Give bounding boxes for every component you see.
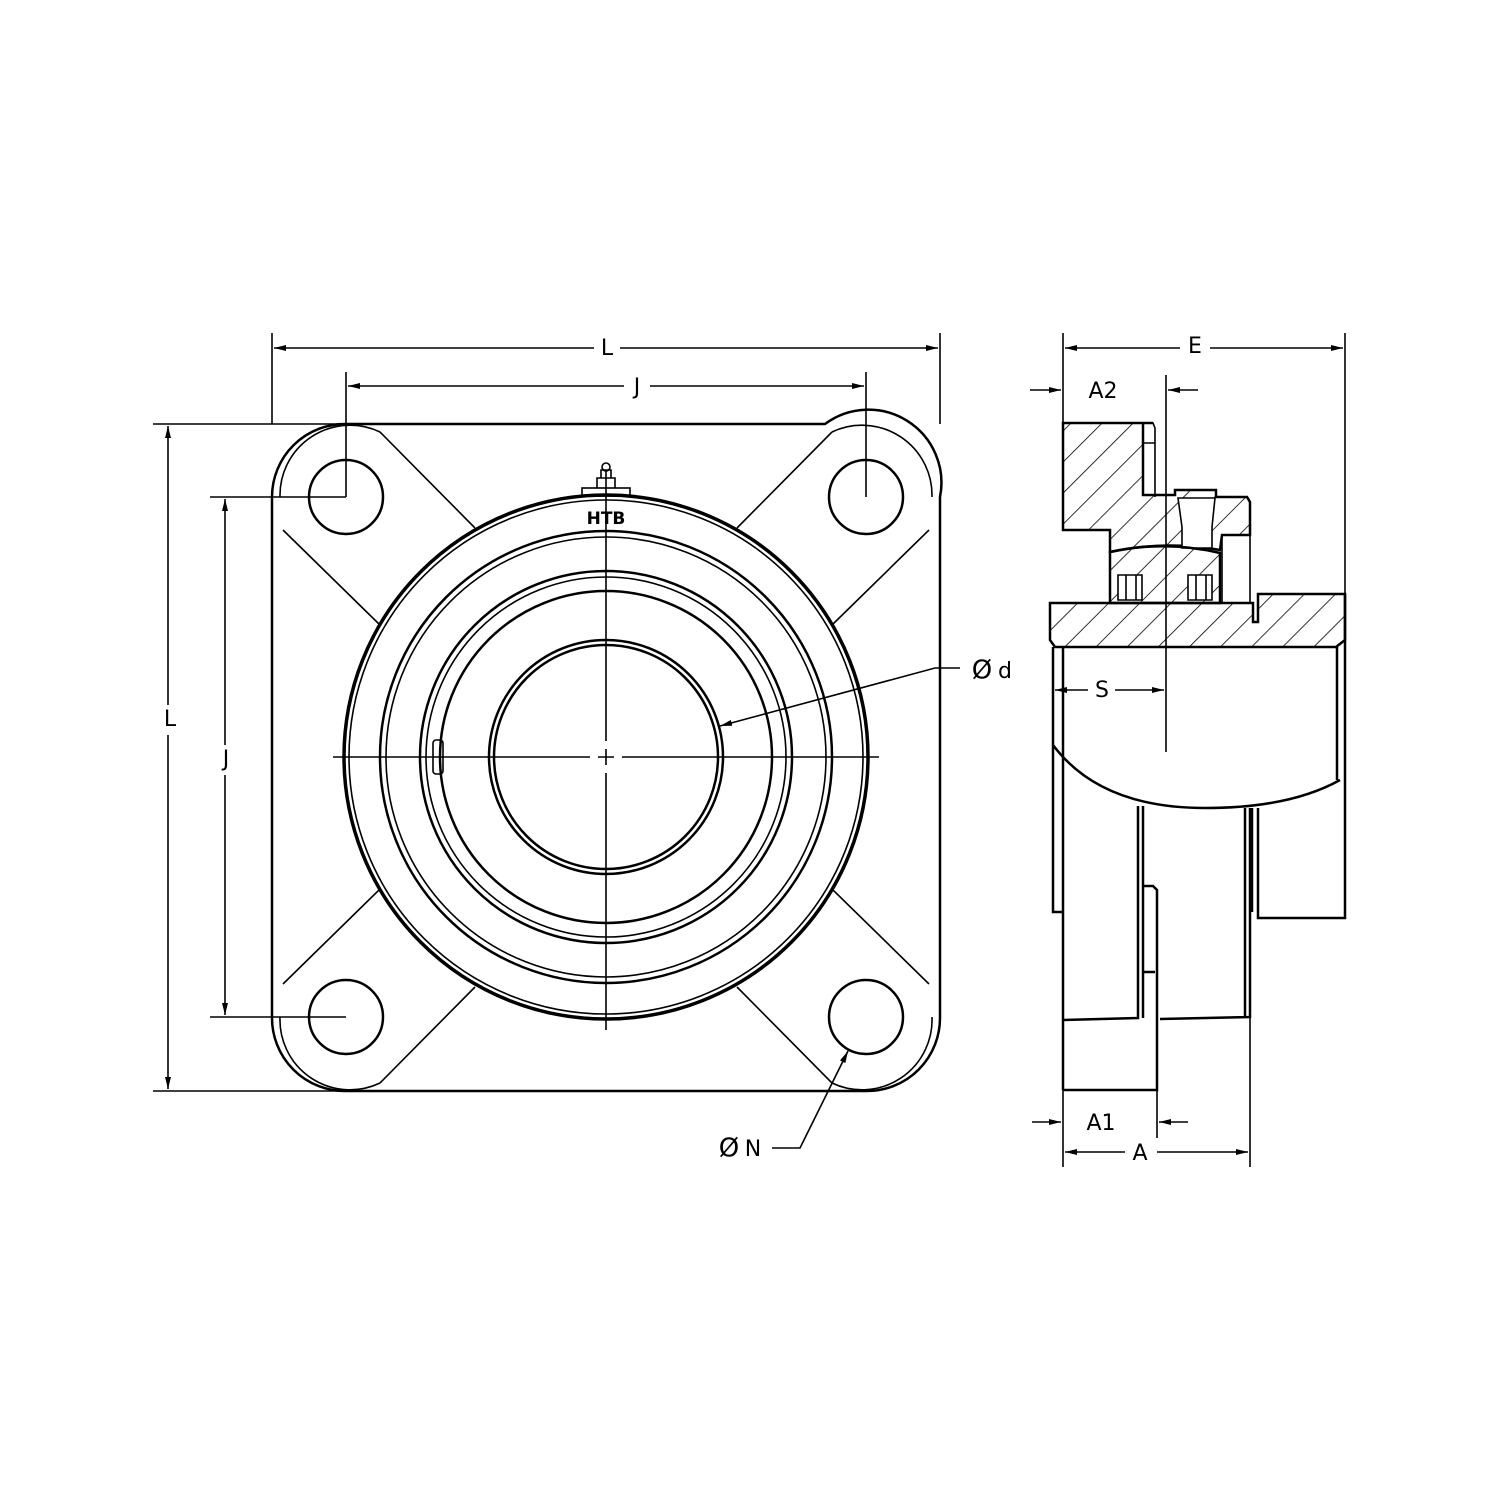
bolt-hole-bottom-right [827,978,905,1056]
leader-bore-diameter [719,667,960,727]
dim-label-E: E [1188,334,1202,359]
dim-label-N: N [745,1137,761,1162]
seal-left [1117,574,1143,601]
dim-label-A: A [1132,1141,1147,1166]
dim-label-S: S [1095,678,1109,703]
dim-label-A2: A2 [1088,379,1117,404]
inner-ring-extension-section [1048,592,1347,649]
housing-outline [270,408,943,1093]
ear-bottom-right [736,888,933,1091]
ear-top-left [279,424,476,626]
dim-label-d: d [998,659,1012,684]
dim-label-A1: A1 [1086,1111,1115,1136]
grease-fitting-side-icon [1177,497,1216,549]
side-view: E A2 S A1 A [1030,333,1347,1167]
inner-ring-lower [1051,594,1347,920]
housing-flange-edge [1143,422,1156,497]
ear-bottom-left [279,888,476,1091]
diameter-symbol-d: Ø [972,656,992,686]
front-view: HTB L J L J Ø d Ø N [153,333,1012,1164]
seal-right [1187,574,1213,601]
dim-label-L-vertical: L [164,707,177,732]
ear-top-right [736,424,933,626]
diameter-symbol-N: Ø [719,1134,739,1164]
dim-label-J-horizontal: J [632,375,641,400]
inner-ring-curve [1051,744,1341,810]
housing-flange-section [1061,421,1252,554]
dim-label-J-vertical: J [221,747,230,772]
housing-recess-right [1221,534,1251,604]
housing-lower-flange [1063,884,1159,1092]
leader-bolt-hole-diameter [772,1050,849,1149]
dim-label-L-horizontal: L [601,336,614,361]
